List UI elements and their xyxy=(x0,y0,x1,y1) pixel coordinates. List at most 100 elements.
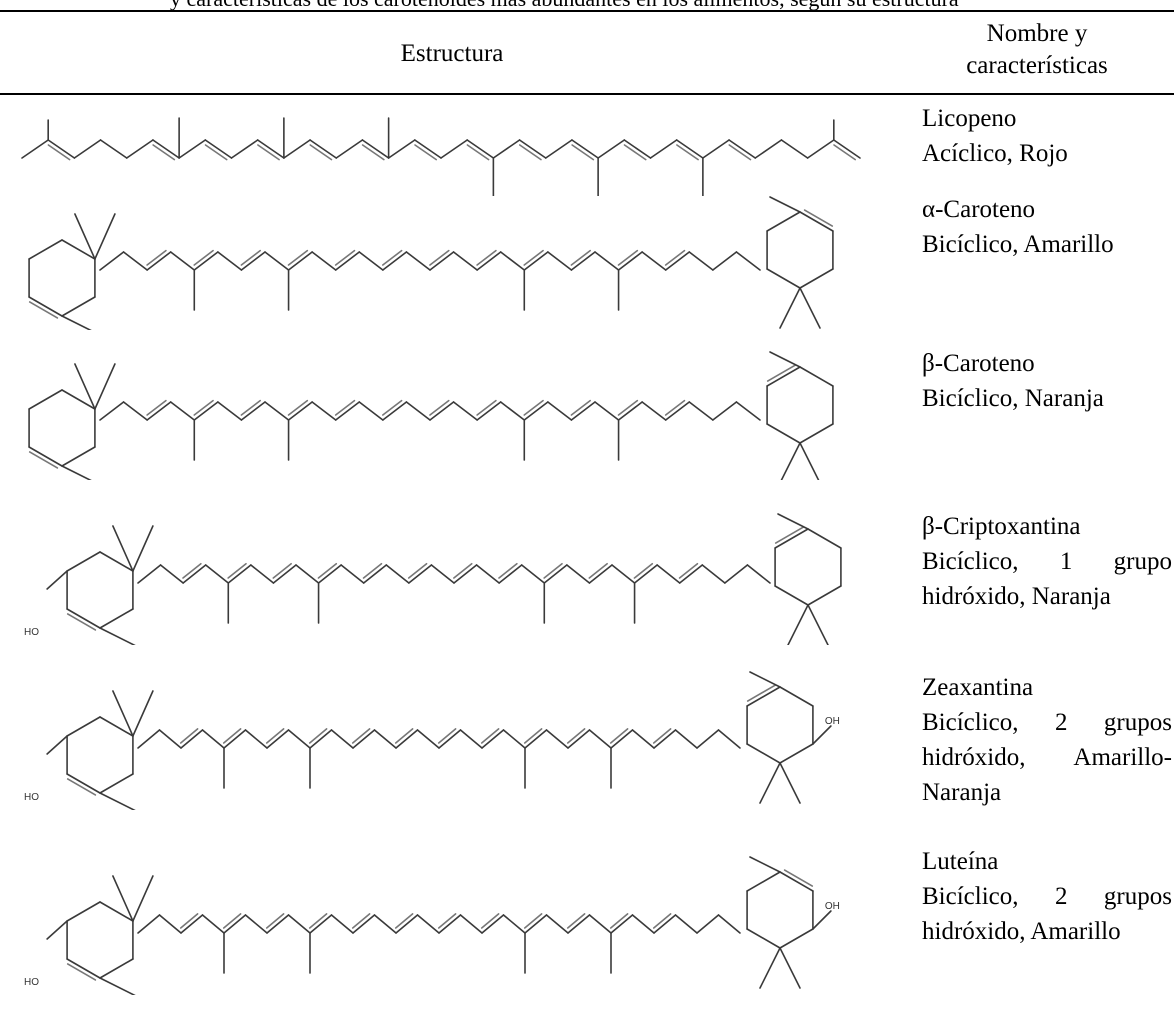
double-bond-line xyxy=(66,613,97,631)
double-bond-line xyxy=(287,249,309,266)
bond-line xyxy=(287,729,311,749)
carotenoid-description: Bicíclico, 2 grupos hidróxido, Amarillo-… xyxy=(922,709,1172,806)
table-caption: y características de los carotenoides má… xyxy=(170,0,959,12)
bond-line xyxy=(674,914,698,934)
bond-line xyxy=(112,875,134,922)
bond-line xyxy=(566,564,591,584)
hydroxyl-label: OH xyxy=(825,901,840,912)
bond-line xyxy=(169,251,196,271)
bond-line xyxy=(523,251,549,271)
bond-line xyxy=(779,928,814,949)
bond-line xyxy=(453,564,478,584)
bond-line xyxy=(99,608,134,629)
bond-line xyxy=(678,564,704,584)
bond-line xyxy=(61,465,92,480)
bond-line xyxy=(361,139,390,159)
bond-line xyxy=(571,139,599,159)
bond-line xyxy=(334,401,361,421)
double-bond-line xyxy=(429,399,450,416)
bond-line xyxy=(774,528,809,549)
bond-line xyxy=(99,251,125,271)
double-bond-line xyxy=(664,249,686,266)
bond-line xyxy=(724,564,749,584)
bond-line xyxy=(712,401,738,421)
carotenoid-description: Bicíclico, 2 grupos hidróxido, Amarillo xyxy=(922,883,1172,945)
bond-line xyxy=(28,389,63,410)
bond-line xyxy=(137,914,161,934)
bond-line xyxy=(664,401,691,421)
bond-line xyxy=(717,729,741,749)
double-bond-line xyxy=(193,399,214,416)
bond-line xyxy=(230,139,259,159)
bond-line xyxy=(498,564,523,584)
bond-line xyxy=(779,743,814,764)
bond-line xyxy=(807,585,842,606)
bond-line xyxy=(73,139,102,159)
bond-line xyxy=(547,251,573,271)
double-bond-line xyxy=(265,728,285,744)
bond-line xyxy=(287,251,313,271)
double-bond-line xyxy=(437,913,457,929)
bond-line xyxy=(387,139,416,159)
double-bond-line xyxy=(394,913,414,929)
bond-line xyxy=(99,401,125,421)
bond-line xyxy=(223,914,247,934)
bond-line xyxy=(780,442,801,480)
double-bond-line xyxy=(227,562,247,579)
bond-line xyxy=(799,211,834,232)
bond-line xyxy=(358,251,384,271)
bond-line xyxy=(405,251,431,271)
double-bond-line xyxy=(498,562,518,579)
bond-line xyxy=(653,729,677,749)
bond-line xyxy=(272,564,297,584)
bond-line xyxy=(649,139,678,159)
double-bond-line xyxy=(222,728,242,744)
bond-line xyxy=(99,551,134,572)
bond-line xyxy=(385,564,410,584)
bond-line xyxy=(158,729,182,749)
double-bond-line xyxy=(676,144,699,161)
bond-line xyxy=(459,729,483,749)
bond-line xyxy=(696,914,720,934)
bond-line xyxy=(283,139,311,159)
double-bond-line xyxy=(571,144,595,161)
bond-line xyxy=(66,958,101,979)
double-bond-line xyxy=(783,869,814,887)
bond-line xyxy=(481,729,505,749)
bond-line xyxy=(74,363,96,410)
double-bond-line xyxy=(287,399,309,416)
bond-line xyxy=(395,914,419,934)
bond-line xyxy=(688,251,714,271)
bond-line xyxy=(641,401,667,421)
bond-line xyxy=(99,792,136,810)
bond-line xyxy=(264,401,290,421)
double-bond-line xyxy=(351,728,371,744)
bond-line xyxy=(567,729,591,749)
bond-line xyxy=(266,729,290,749)
double-bond-line xyxy=(47,144,71,161)
bond-line xyxy=(223,729,247,749)
bond-line xyxy=(146,251,172,271)
bond-line xyxy=(779,686,814,707)
bond-line xyxy=(74,213,96,260)
bond-line xyxy=(405,401,431,421)
double-bond-line xyxy=(566,728,586,744)
bond-line xyxy=(180,914,204,934)
bond-line xyxy=(746,743,781,764)
double-bond-line xyxy=(633,562,654,579)
bond-line xyxy=(311,251,337,271)
double-bond-line xyxy=(476,249,497,266)
bond-line xyxy=(438,729,462,749)
bond-line xyxy=(799,287,821,329)
bond-line xyxy=(146,401,172,421)
double-bond-line xyxy=(152,144,176,161)
bond-line xyxy=(779,871,814,892)
bond-line xyxy=(66,608,101,629)
double-bond-line xyxy=(570,399,591,416)
bond-line xyxy=(256,139,285,159)
bond-line xyxy=(122,251,148,271)
double-bond-line xyxy=(28,301,59,319)
double-bond-line xyxy=(566,913,586,929)
double-bond-line xyxy=(240,249,261,266)
bond-line xyxy=(334,251,361,271)
